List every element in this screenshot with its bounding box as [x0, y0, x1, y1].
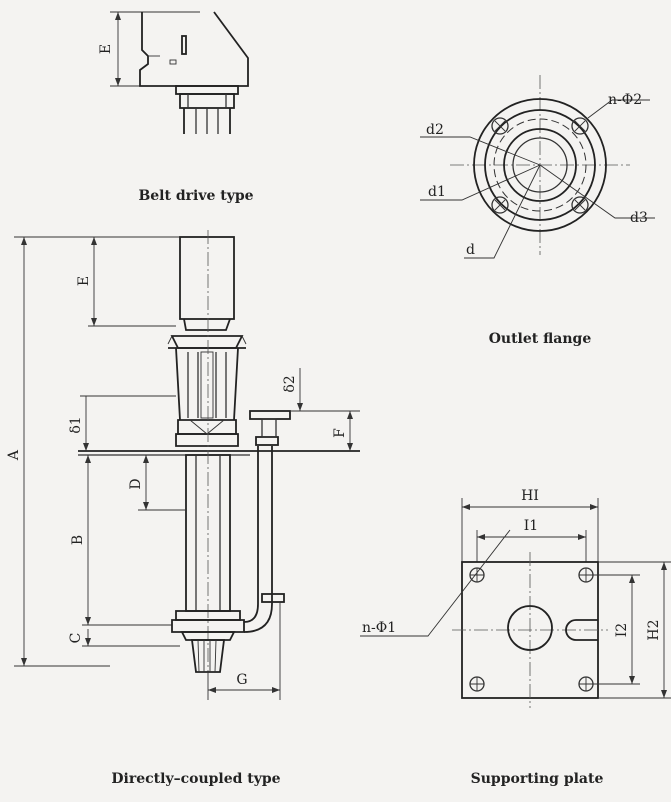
flange-bolt-holes: [491, 117, 589, 214]
main-dim-c: C: [68, 633, 84, 644]
main-dim-delta2: δ2: [282, 375, 298, 392]
outlet-flange-view: [420, 75, 655, 259]
plate-dim-i1: I1: [524, 518, 538, 534]
caption-outlet-flange: Outlet flange: [489, 331, 592, 347]
directly-coupled-view: [14, 230, 360, 700]
main-dim-e: E: [76, 276, 92, 286]
main-dim-f: F: [332, 428, 348, 438]
plate-dim-h2: H2: [646, 619, 662, 640]
plate-bolt-holes: [469, 567, 594, 692]
flange-label-n-phi2: n-Φ2: [608, 92, 642, 108]
flange-label-d2: d2: [426, 122, 444, 138]
belt-drive-view: E: [98, 11, 249, 134]
main-dim-delta1: δ1: [68, 416, 84, 433]
caption-directly-coupled: Directly–coupled type: [111, 771, 280, 787]
flange-label-d3: d3: [630, 210, 648, 226]
main-dim-b: B: [70, 535, 86, 545]
belt-dim-e: E: [98, 44, 114, 54]
flange-label-d: d: [466, 242, 475, 258]
main-dim-d: D: [128, 478, 144, 489]
main-dim-g: G: [236, 672, 247, 688]
flange-label-d1: d1: [428, 184, 446, 200]
caption-belt-drive: Belt drive type: [138, 188, 253, 204]
plate-dim-h1: HI: [521, 488, 539, 504]
caption-supporting-plate: Supporting plate: [471, 771, 604, 787]
plate-label-n-phi1: n-Φ1: [362, 620, 396, 636]
supporting-plate-view: [360, 498, 671, 708]
main-dim-a: A: [6, 449, 22, 461]
plate-dim-i2: I2: [614, 623, 630, 637]
